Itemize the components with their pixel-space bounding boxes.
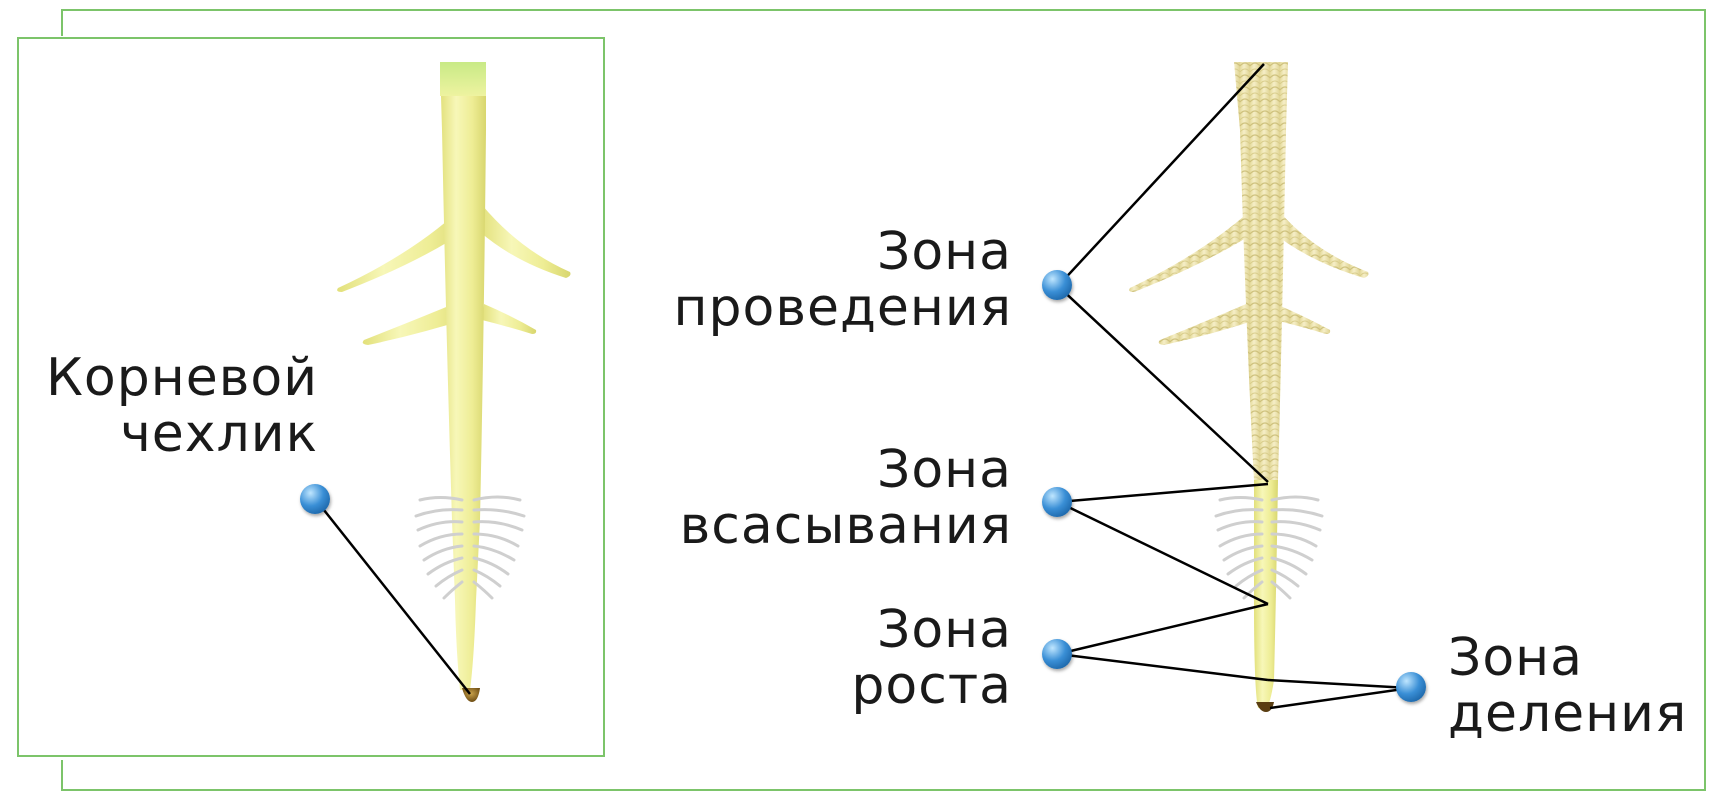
growth-zone-label: Зона роста: [620, 602, 1012, 714]
division-zone-line: [1268, 680, 1410, 708]
absorption-zone-label: Зона всасывания: [620, 442, 1012, 554]
root-cap-label-line1: Корневой: [6, 350, 318, 406]
conduction-zone-label: Зона проведения: [620, 224, 1012, 336]
division-zone-marker[interactable]: [1396, 672, 1426, 702]
absorption-zone-label-line1: Зона: [620, 442, 1012, 498]
division-zone-label-line2: деления: [1448, 686, 1718, 742]
conduction-zone-marker[interactable]: [1042, 270, 1072, 300]
conduction-zone-label-line1: Зона: [620, 224, 1012, 280]
root-cap-label: Корневой чехлик: [6, 350, 318, 462]
growth-zone-line-upper: [1058, 604, 1268, 654]
conduction-zone-label-line2: проведения: [620, 280, 1012, 336]
growth-zone-line-lower: [1058, 654, 1268, 680]
growth-zone-marker[interactable]: [1042, 639, 1072, 669]
root-cap-label-line2: чехлик: [6, 406, 318, 462]
root-cap-marker[interactable]: [300, 484, 330, 514]
growth-zone-label-line2: роста: [620, 658, 1012, 714]
growth-zone-label-line1: Зона: [620, 602, 1012, 658]
division-zone-label-line1: Зона: [1448, 630, 1718, 686]
absorption-zone-marker[interactable]: [1042, 487, 1072, 517]
absorption-zone-label-line2: всасывания: [620, 498, 1012, 554]
division-zone-label: Зона деления: [1448, 630, 1718, 742]
